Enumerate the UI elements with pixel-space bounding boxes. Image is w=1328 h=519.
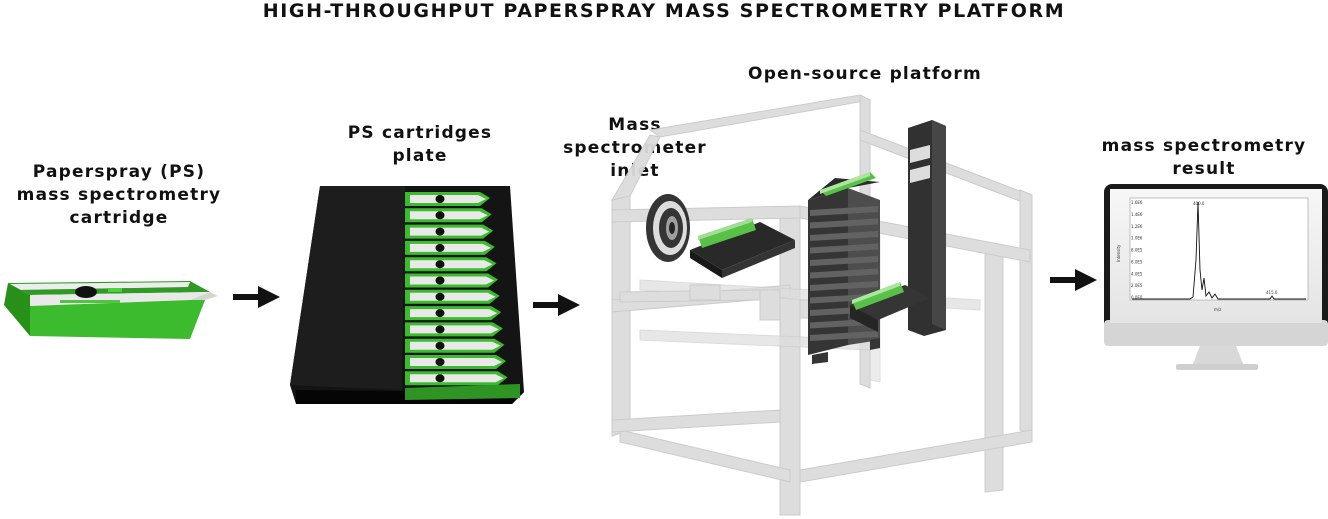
ps-cartridge-illustration	[4, 281, 218, 339]
sample-spot	[435, 358, 445, 366]
label-line: mass spectrometry	[16, 185, 222, 205]
plate-cartridge-paper	[410, 276, 494, 285]
sample-spot	[435, 276, 445, 285]
sample-spot	[435, 374, 445, 383]
hotel-slot	[810, 293, 878, 304]
hotel-slot	[810, 231, 878, 241]
y-tick-label: 8.0E5	[1131, 248, 1143, 253]
plate-cartridge-paper	[410, 292, 496, 301]
plate-cartridge-edge	[405, 384, 520, 400]
ms-inlet-illustration	[646, 194, 690, 262]
plate-cartridge-paper	[410, 358, 502, 366]
spectrum-plot: 400.0 415.0 m/z Intensity 1.6E6 1.4E6 1.2E…	[1116, 197, 1309, 312]
sample-spot	[435, 211, 445, 220]
y-tick-label: 2.0E5	[1131, 283, 1143, 288]
sample-spot	[435, 227, 445, 236]
spectrum-trace	[1132, 201, 1306, 300]
sample-spot	[435, 243, 445, 252]
hotel-slot	[810, 331, 878, 341]
label-open-source-platform: Open-source platform	[720, 63, 1010, 86]
y-tick-label: 6.0E5	[1131, 259, 1143, 264]
hotel-slot	[810, 256, 878, 266]
label-line: result	[1172, 159, 1236, 179]
hotel-slot	[810, 206, 878, 216]
peak-label: 400.0	[1193, 201, 1205, 206]
y-tick-label: 1.2E6	[1131, 224, 1143, 229]
monitor-illustration: 400.0 415.0 m/z Intensity 1.6E6 1.4E6 1.2E…	[1104, 184, 1328, 370]
sample-spot	[435, 341, 445, 350]
label-ms-result: mass spectrometry result	[1088, 135, 1320, 181]
y-tick-label: 4.0E5	[1131, 271, 1143, 276]
arrow-right-icon	[1050, 269, 1097, 291]
plate-cartridge-paper	[410, 341, 501, 350]
arrow-right-icon	[233, 286, 280, 308]
hotel-slot	[810, 281, 878, 291]
label-line: PS cartridges	[347, 123, 493, 143]
inlet-cartridge-holder	[690, 218, 795, 278]
plate-cartridge-paper	[410, 195, 486, 203]
y-tick-label: 1.4E6	[1131, 212, 1143, 217]
label-line: plate	[392, 146, 448, 166]
y-tick-labels: 1.6E6 1.4E6 1.2E6 1.0E6 8.0E5 6.0E5 4.0E5 2.0E5…	[1131, 200, 1143, 300]
plate-cartridge-paper	[410, 243, 491, 252]
plate-cartridge-paper	[410, 211, 488, 220]
hotel-slot	[810, 243, 878, 254]
label-line: cartridge	[69, 208, 169, 228]
open-source-platform-illustration	[610, 94, 1033, 516]
sample-spot	[435, 309, 445, 318]
y-axis-label: Intensity	[1116, 244, 1121, 262]
label-line: Paperspray (PS)	[32, 162, 206, 182]
y-tick-label: 1.6E6	[1131, 200, 1143, 205]
cartridges-plate-illustration	[290, 186, 524, 404]
label-cartridges-plate: PS cartridges plate	[320, 122, 520, 168]
plate-cartridge-paper	[410, 309, 498, 318]
sample-spot	[435, 292, 445, 301]
y-tick-label: 1.0E6	[1131, 236, 1143, 241]
label-line: Mass	[608, 115, 662, 135]
plate-cartridge-paper	[410, 227, 490, 236]
sample-spot	[435, 260, 445, 269]
peak-label: 415.0	[1266, 290, 1278, 295]
plate-cartridge-paper	[410, 260, 493, 269]
plate-cartridge-paper	[410, 374, 504, 383]
sample-spot	[435, 325, 445, 334]
plate-cartridge-paper	[410, 325, 499, 334]
label-line: Open-source platform	[748, 64, 982, 84]
label-ps-cartridge: Paperspray (PS) mass spectrometry cartri…	[0, 161, 238, 230]
plate-cartridge-strip	[405, 192, 520, 400]
sample-spot	[435, 195, 445, 203]
page-title: HIGH-THROUGHPUT PAPERSPRAY MASS SPECTROM…	[262, 0, 1066, 22]
label-line: spectrometer	[563, 138, 707, 158]
arrow-right-icon	[533, 294, 580, 316]
plate-hotel-rack	[808, 120, 946, 364]
x-axis-label: m/z	[1214, 307, 1221, 312]
y-tick-label: 0.0E0	[1131, 295, 1143, 300]
hotel-slot	[810, 268, 878, 279]
hotel-slot	[810, 218, 878, 229]
label-line: mass spectrometry	[1101, 136, 1307, 156]
